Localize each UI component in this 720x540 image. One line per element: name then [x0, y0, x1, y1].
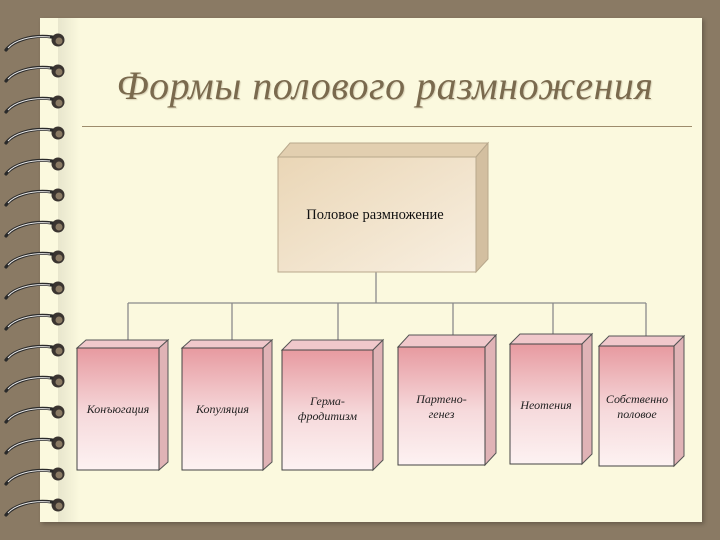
spiral-ring: [4, 374, 65, 393]
root-node-label: Половое размножение: [306, 207, 444, 223]
child-node-box-3: [280, 338, 385, 472]
spiral-ring: [4, 467, 65, 486]
page-binding-shadow: [58, 18, 80, 522]
spiral-ring: [4, 498, 65, 517]
root-node-box: [276, 141, 490, 274]
spiral-ring: [4, 312, 65, 331]
child-node-label-4: Партено- генез: [416, 392, 467, 421]
child-node-label-2: Копуляция: [196, 402, 249, 416]
child-node-box-4: [396, 333, 498, 467]
child-node-box-2: [180, 338, 274, 472]
spiral-ring: [4, 188, 65, 207]
spiral-ring: [4, 33, 65, 52]
child-node-box-6: [597, 334, 686, 468]
spiral-ring: [4, 281, 65, 300]
spiral-ring: [4, 343, 65, 362]
spiral-ring: [4, 126, 65, 145]
spiral-ring: [4, 95, 65, 114]
spiral-ring: [4, 436, 65, 455]
spiral-ring: [4, 64, 65, 83]
spiral-ring: [4, 250, 65, 269]
child-node-label-1: Конъюгация: [86, 402, 150, 416]
page-title: Формы полового размножения: [116, 63, 654, 108]
child-node-box-5: [508, 332, 594, 466]
child-node-label-3: Герма- фродитизм: [297, 394, 358, 423]
title-divider: [82, 126, 692, 127]
child-node-label-5: Неотения: [520, 398, 572, 412]
child-node-box-1: [75, 338, 170, 472]
child-node-label-6: Собственно половое: [605, 392, 669, 421]
spiral-ring: [4, 219, 65, 238]
spiral-ring: [4, 405, 65, 424]
spiral-ring: [4, 157, 65, 176]
